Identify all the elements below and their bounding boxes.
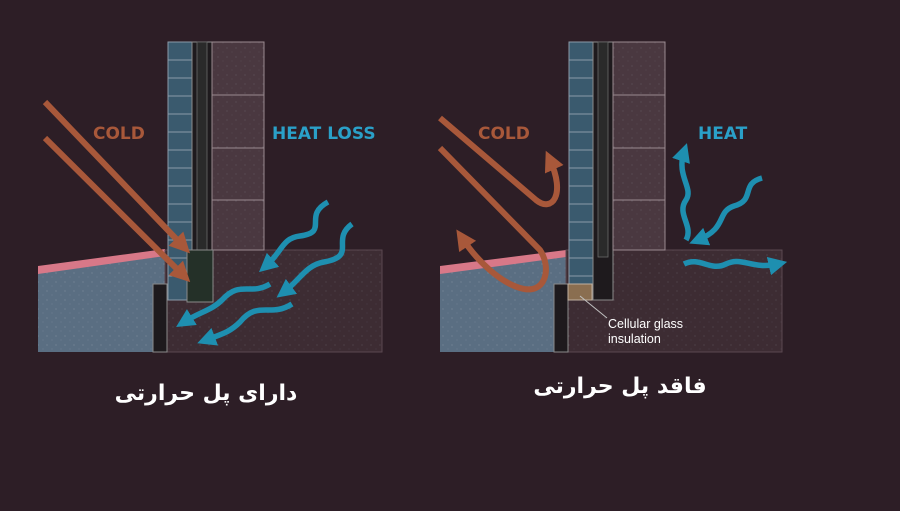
insulation-label-line2: insulation	[608, 332, 661, 346]
left-caption: دارای پل حرارتی	[114, 381, 298, 406]
left-inner-block-wall	[211, 41, 265, 251]
right-inner-block-wall	[612, 41, 666, 251]
right-cold-arrow-2	[437, 145, 549, 293]
left-cold-arrow-1	[42, 99, 191, 254]
left-waterproof-membrane	[38, 249, 165, 274]
right-panel: COLD HEAT Cellular glass insulation	[437, 41, 788, 353]
left-heat-arrow-4	[197, 301, 294, 346]
left-heat-loss-label: HEAT LOSS	[272, 124, 376, 144]
left-panel: COLD HEAT LOSS	[38, 41, 383, 353]
right-heat-label: HEAT	[698, 124, 748, 144]
cellular-glass-insulation-block	[567, 283, 593, 301]
left-heat-arrow-2	[276, 221, 354, 298]
left-heat-arrow-1	[258, 199, 330, 273]
insulation-label-line1: Cellular glass	[608, 317, 683, 331]
right-heat-arrow-up	[672, 143, 691, 242]
right-outer-block-wall	[568, 41, 594, 301]
right-cold-label: COLD	[478, 124, 530, 144]
left-heat-arrow-3	[176, 281, 272, 327]
right-heat-arrow-horizontal	[682, 256, 788, 276]
left-thermal-bridge-block	[186, 249, 214, 303]
left-cold-label: COLD	[93, 124, 145, 144]
right-waterproof-membrane	[440, 250, 566, 274]
right-heat-arrow-diagonal	[689, 175, 763, 246]
right-cold-arrow-1	[438, 115, 564, 208]
insulation-leader-line	[579, 295, 608, 319]
right-caption: فاقد پل حرارتی	[533, 374, 707, 399]
left-cold-arrow-2	[42, 135, 191, 283]
